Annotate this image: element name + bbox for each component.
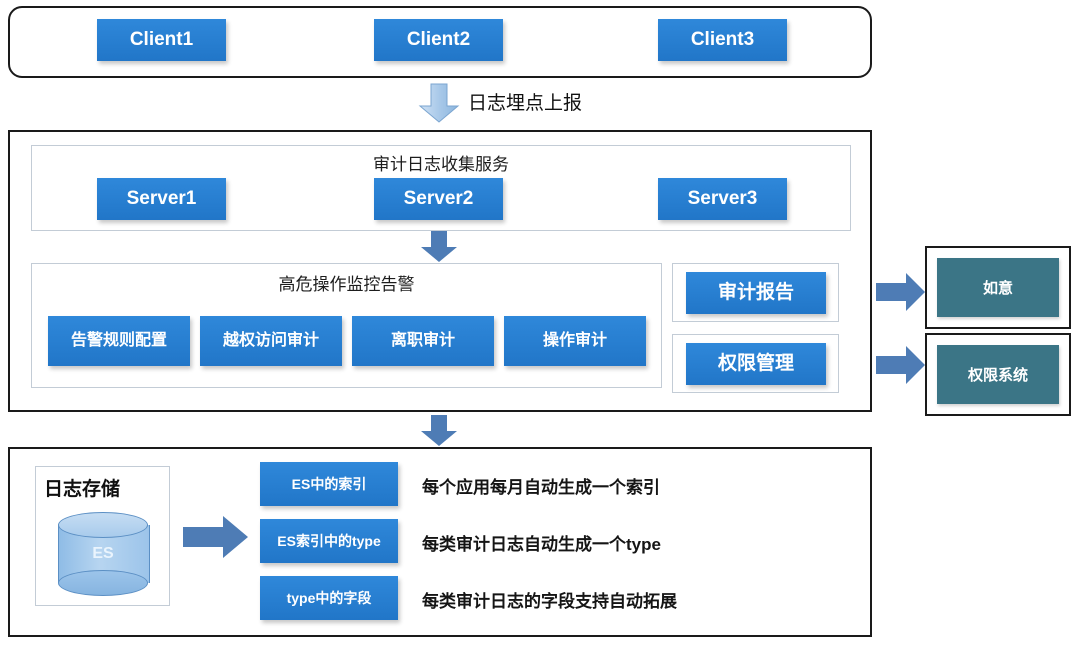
arrow-client-to-server <box>418 82 460 124</box>
storage-chip-2[interactable]: ES索引中的type <box>260 519 398 563</box>
arrow-to-ruyi <box>876 272 926 312</box>
monitoring-module-1[interactable]: 告警规则配置 <box>48 316 190 366</box>
storage-chip-1[interactable]: ES中的索引 <box>260 462 398 506</box>
log-storage-title: 日志存储 <box>44 479 121 500</box>
arrow-right-steel-icon-2 <box>876 346 925 384</box>
flow-label-client-to-server: 日志埋点上报 <box>468 93 583 114</box>
monitoring-module-3[interactable]: 离职审计 <box>352 316 494 366</box>
storage-chip-3[interactable]: type中的字段 <box>260 576 398 620</box>
arrow-collection-to-monitoring <box>419 231 459 263</box>
es-cylinder: ES <box>58 512 150 596</box>
arrow-storage-to-index <box>183 515 249 559</box>
server-box-3[interactable]: Server3 <box>658 178 787 220</box>
external-system-ruyi[interactable]: 如意 <box>937 258 1059 317</box>
storage-description-2: 每类审计日志自动生成一个type <box>422 535 661 554</box>
monitoring-title: 高危操作监控告警 <box>278 275 415 294</box>
monitoring-module-2[interactable]: 越权访问审计 <box>200 316 342 366</box>
storage-description-1: 每个应用每月自动生成一个索引 <box>422 478 660 497</box>
arrow-right-steel-icon-4 <box>183 516 248 558</box>
storage-description-3: 每类审计日志的字段支持自动拓展 <box>422 592 677 611</box>
cylinder-label: ES <box>92 545 114 562</box>
client-box-2[interactable]: Client2 <box>374 19 503 61</box>
client-box-3[interactable]: Client3 <box>658 19 787 61</box>
client-box-1[interactable]: Client1 <box>97 19 226 61</box>
server-box-1[interactable]: Server1 <box>97 178 226 220</box>
collection-service-title: 审计日志收集服务 <box>373 155 509 174</box>
external-system-permission[interactable]: 权限系统 <box>937 345 1059 404</box>
audit-report-box[interactable]: 审计报告 <box>686 272 826 314</box>
monitoring-module-4[interactable]: 操作审计 <box>504 316 646 366</box>
arrow-down-steel-icon <box>421 231 457 262</box>
server-box-2[interactable]: Server2 <box>374 178 503 220</box>
arrow-down-light-icon <box>418 83 460 123</box>
permission-mgmt-box[interactable]: 权限管理 <box>686 343 826 385</box>
cylinder-top-ellipse <box>58 512 148 538</box>
arrow-to-permission-system <box>876 345 926 385</box>
arrow-down-steel-icon-3 <box>421 415 457 446</box>
arrow-right-steel-icon <box>876 273 925 311</box>
cylinder-bottom-ellipse <box>58 570 148 596</box>
arrow-service-to-storage <box>419 415 459 447</box>
